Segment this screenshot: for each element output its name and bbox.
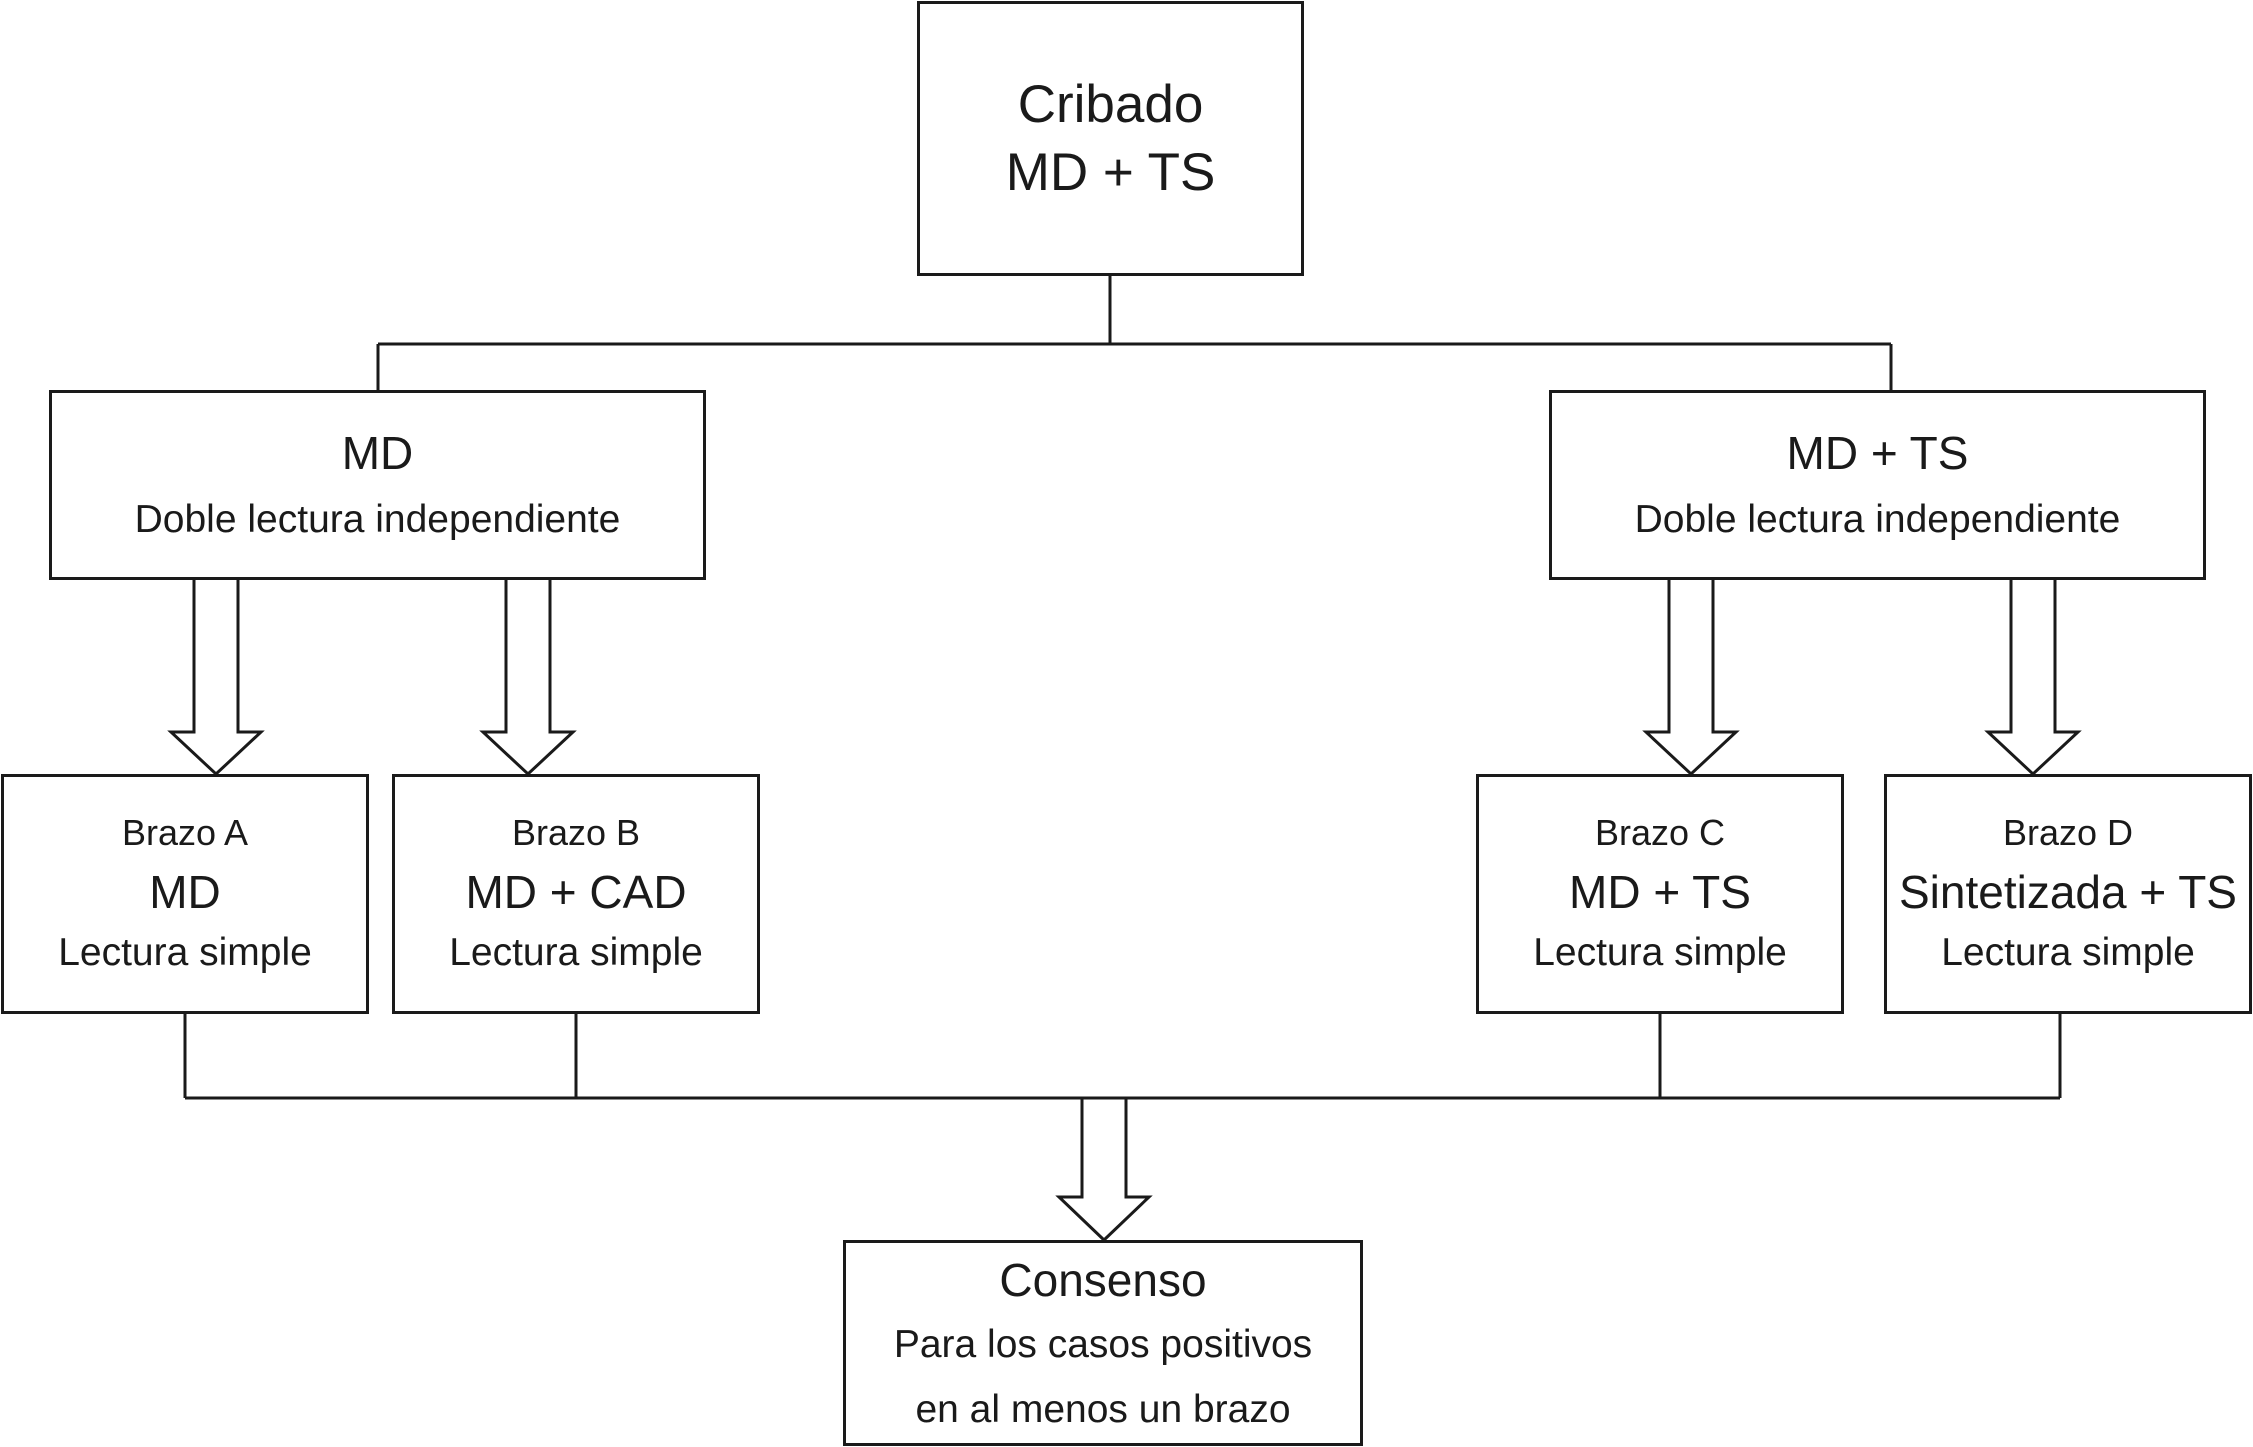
arm-a-reading: Lectura simple bbox=[58, 930, 312, 974]
arm-b-reading: Lectura simple bbox=[449, 930, 703, 974]
arm-c-modality: MD + TS bbox=[1569, 865, 1751, 918]
arm-a-label: Brazo A bbox=[121, 812, 249, 854]
screening-title: Cribado bbox=[1017, 74, 1204, 134]
arrow-to-arm-a bbox=[167, 580, 265, 777]
arm-a-box: Brazo A MD Lectura simple bbox=[1, 774, 369, 1014]
arrow-to-arm-b bbox=[479, 580, 577, 777]
arm-b-box: Brazo B MD + CAD Lectura simple bbox=[392, 774, 760, 1014]
arrow-to-consensus bbox=[1055, 1098, 1153, 1243]
consensus-title: Consenso bbox=[999, 1253, 1207, 1306]
screening-modality: MD + TS bbox=[1005, 142, 1216, 202]
md-double-reading-box: MD Doble lectura independiente bbox=[49, 390, 706, 580]
arrow-to-arm-c bbox=[1642, 580, 1740, 777]
arm-a-modality: MD bbox=[149, 865, 221, 918]
arm-d-modality: Sintetizada + TS bbox=[1899, 865, 2237, 918]
consensus-box: Consenso Para los casos positivos en al … bbox=[843, 1240, 1363, 1446]
arm-d-box: Brazo D Sintetizada + TS Lectura simple bbox=[1884, 774, 2252, 1014]
arm-c-box: Brazo C MD + TS Lectura simple bbox=[1476, 774, 1844, 1014]
mdts-double-reading-subtitle: Doble lectura independiente bbox=[1634, 498, 2121, 542]
mdts-double-reading-title: MD + TS bbox=[1786, 427, 1969, 479]
consensus-line-2: en al menos un brazo bbox=[915, 1387, 1291, 1431]
arm-c-reading: Lectura simple bbox=[1533, 930, 1787, 974]
arm-b-label: Brazo B bbox=[511, 812, 641, 854]
arm-c-label: Brazo C bbox=[1594, 812, 1726, 854]
arrow-to-arm-d bbox=[1984, 580, 2082, 777]
consensus-line-1: Para los casos positivos bbox=[893, 1322, 1313, 1366]
arm-d-label: Brazo D bbox=[2002, 812, 2134, 854]
arm-b-modality: MD + CAD bbox=[465, 865, 687, 918]
md-double-reading-subtitle: Doble lectura independiente bbox=[134, 498, 621, 542]
screening-box: Cribado MD + TS bbox=[917, 1, 1304, 276]
mdts-double-reading-box: MD + TS Doble lectura independiente bbox=[1549, 390, 2206, 580]
md-double-reading-title: MD bbox=[341, 427, 414, 479]
arm-d-reading: Lectura simple bbox=[1941, 930, 2195, 974]
